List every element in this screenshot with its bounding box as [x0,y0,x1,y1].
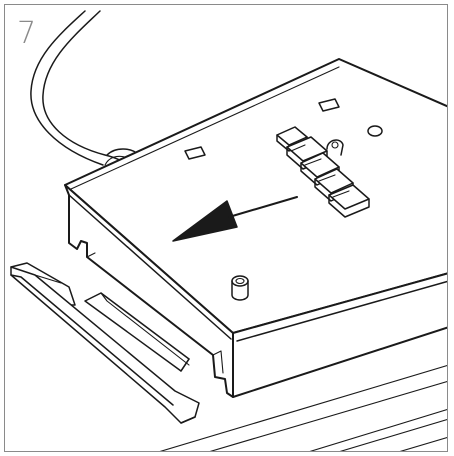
mounting-rail-icon [10,262,200,424]
background-rails [159,365,447,451]
illustration-frame: 7 [4,4,448,452]
driver-module-icon [64,58,447,398]
assembly-diagram [10,10,447,451]
terminal-block-icon [276,126,370,218]
slide-direction-arrow-icon [172,196,298,242]
step-number: 7 [17,16,37,51]
power-cable-icon [30,10,144,166]
